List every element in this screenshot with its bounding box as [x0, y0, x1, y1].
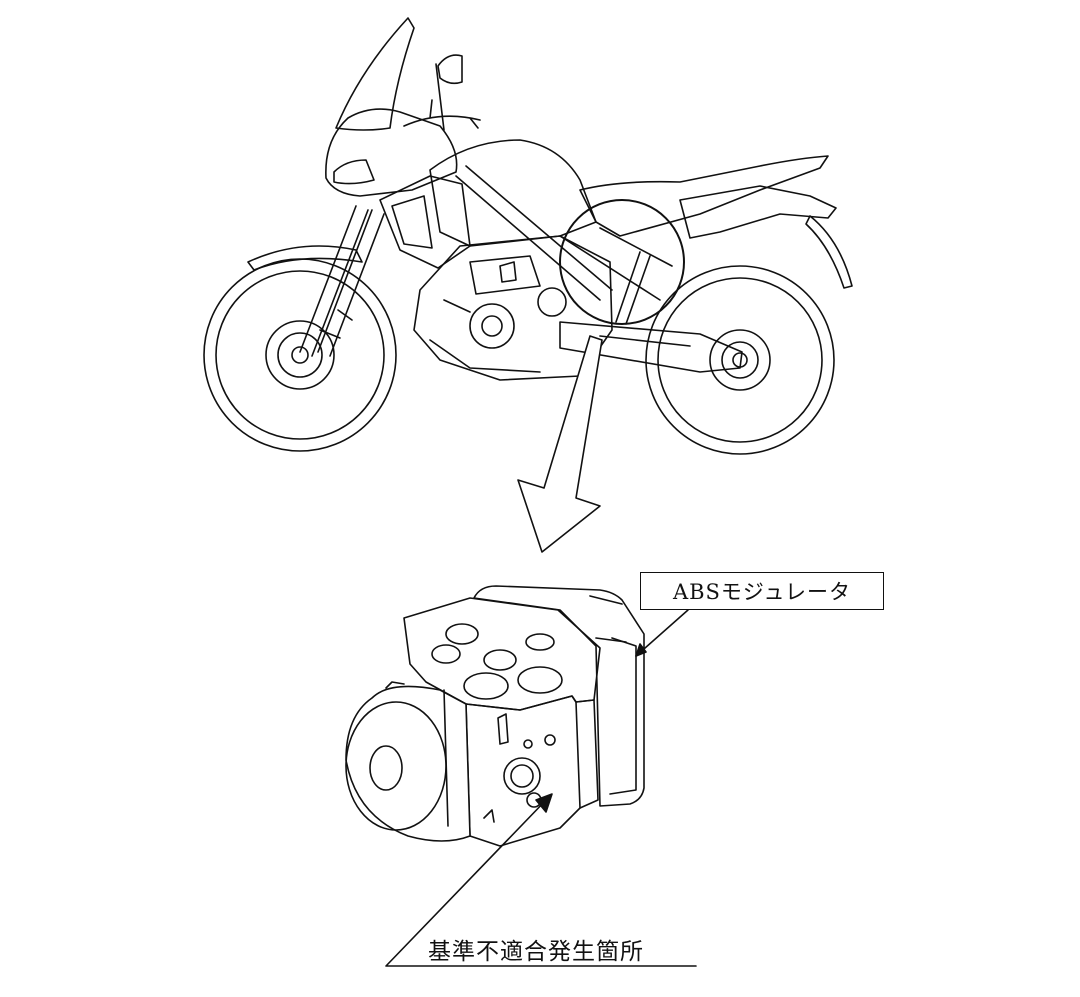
- abs-ecu-housing: [473, 585, 645, 807]
- rear-wheel: [645, 265, 835, 455]
- mirror: [435, 54, 463, 131]
- zoom-arrow: [517, 335, 603, 553]
- seat: [579, 155, 829, 237]
- fuel-tank: [429, 139, 597, 247]
- abs-pump-motor: [345, 681, 495, 842]
- front-fork: [299, 205, 385, 357]
- abs-modulator-illustration: [345, 585, 689, 847]
- abs-label-leader: [635, 609, 689, 657]
- front-fender: [247, 245, 363, 271]
- swingarm: [559, 321, 743, 373]
- defect-leader: [385, 793, 697, 967]
- defect-location-label: 基準不適合発生箇所: [428, 939, 644, 965]
- handlebar: [403, 99, 481, 129]
- engine: [413, 235, 613, 381]
- abs-modulator-label: ABSモジュレータ: [640, 572, 884, 610]
- motorcycle-illustration: [203, 17, 853, 455]
- tail-section: [679, 185, 837, 239]
- frame: [455, 165, 673, 301]
- front-wheel: [203, 258, 397, 452]
- zoom-circle: [559, 199, 685, 325]
- windscreen: [335, 17, 415, 131]
- front-cowl: [325, 108, 458, 197]
